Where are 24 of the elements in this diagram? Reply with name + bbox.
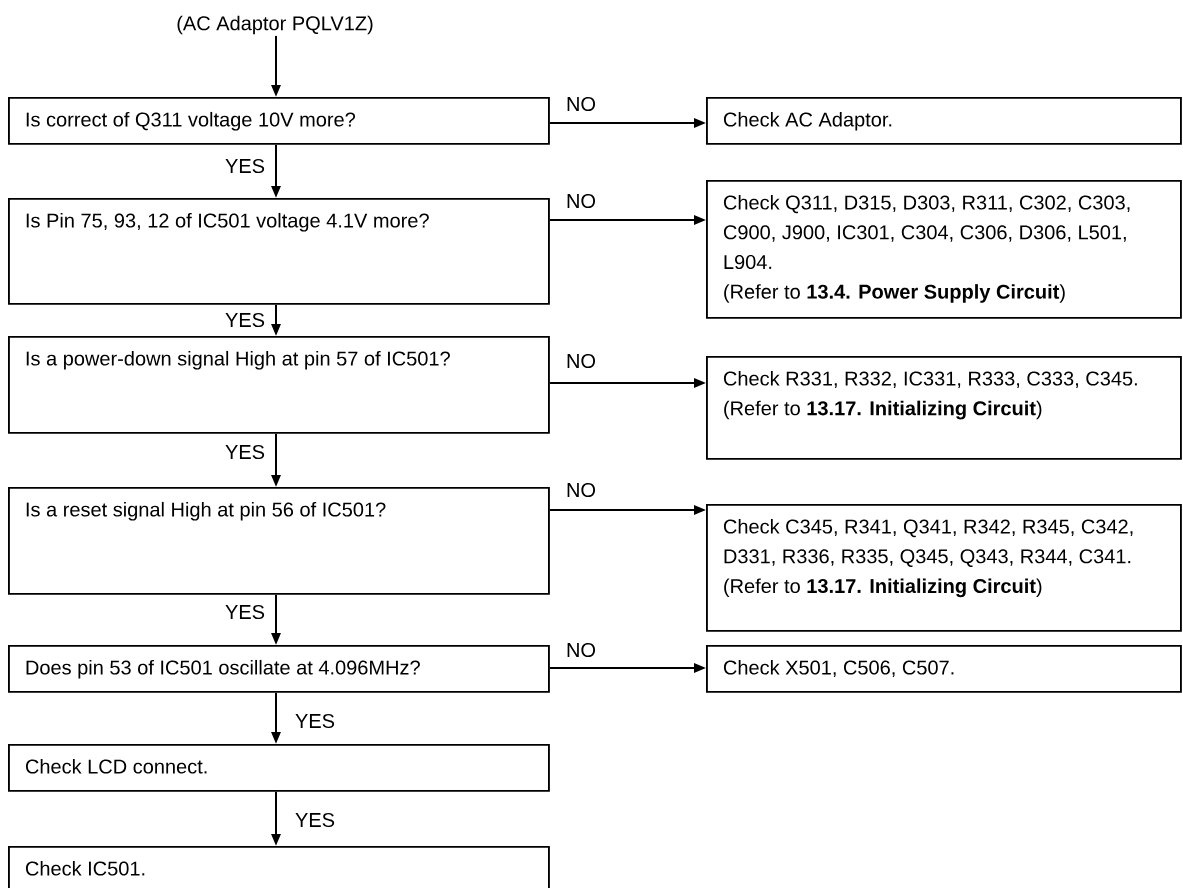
edge-label: NO bbox=[564, 352, 598, 370]
decision-box: Is a reset signal High at pin 56 of IC501? bbox=[8, 487, 550, 595]
decision-box: Is Pin 75, 93, 12 of IC501 voltage 4.1V more? bbox=[8, 198, 550, 305]
decision-box: Does pin 53 of IC501 oscillate at 4.096MHz? bbox=[8, 645, 550, 693]
action-box: Check R331, R332, IC331, R333, C333, C345. (Refer to 13.17. Initializing Circuit) bbox=[706, 356, 1182, 460]
heading-text: (AC Adaptor PQLV1Z) bbox=[177, 15, 373, 35]
action-box: Check AC Adaptor. bbox=[706, 97, 1182, 145]
action-box: Check C345, R341, Q341, R342, R345, C342, D331, R336, R335, Q345, Q343, R344, C341. (Refer to 13.17. Initializing Circuit) bbox=[706, 504, 1182, 632]
edge-label: YES bbox=[293, 811, 337, 829]
action-box: Check IC501. bbox=[8, 846, 550, 888]
edge-label: NO bbox=[564, 95, 598, 113]
decision-box: Is correct of Q311 voltage 10V more? bbox=[8, 97, 550, 145]
edge-label: YES bbox=[223, 443, 267, 461]
edge-label: YES bbox=[223, 157, 267, 175]
edge-label: YES bbox=[223, 311, 267, 329]
edge-label: NO bbox=[564, 481, 598, 499]
edge-label: NO bbox=[564, 641, 598, 659]
action-box: Check LCD connect. bbox=[8, 744, 550, 792]
edge-label: YES bbox=[223, 603, 267, 621]
decision-box: Is a power-down signal High at pin 57 of IC501? bbox=[8, 336, 550, 434]
action-box: Check Q311, D315, D303, R311, C302, C303, C900, J900, IC301, C304, C306, D306, L501, L904. (Refer to 13.4. Power Supply Circuit) bbox=[706, 180, 1182, 319]
edge-label: NO bbox=[564, 192, 598, 210]
edge-label: YES bbox=[293, 712, 337, 730]
action-box: Check X501, C506, C507. bbox=[706, 645, 1182, 693]
